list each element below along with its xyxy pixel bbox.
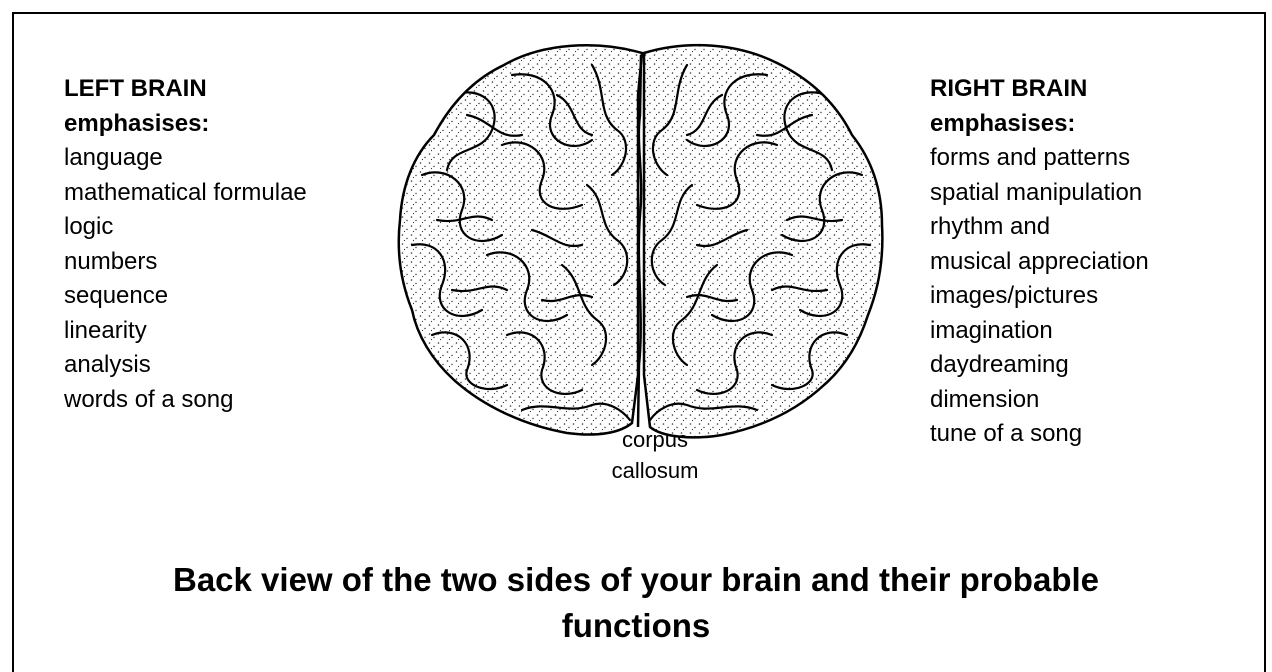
- list-item: sequence: [64, 279, 307, 314]
- left-hemisphere: [399, 45, 642, 434]
- left-brain-list: LEFT BRAIN emphasises: language mathemat…: [64, 72, 307, 417]
- caption-line2: functions: [0, 603, 1272, 649]
- list-item: imagination: [930, 314, 1149, 349]
- list-item: linearity: [64, 314, 307, 349]
- brain-illustration: [392, 35, 887, 465]
- right-brain-list: RIGHT BRAIN emphasises: forms and patter…: [930, 72, 1149, 452]
- corpus-callosum-label: corpus callosum: [575, 424, 735, 486]
- list-item: language: [64, 141, 307, 176]
- caption-line1: Back view of the two sides of your brain…: [0, 557, 1272, 603]
- list-item: rhythm and: [930, 210, 1149, 245]
- list-item: logic: [64, 210, 307, 245]
- right-hemisphere: [644, 45, 882, 437]
- right-brain-heading: RIGHT BRAIN: [930, 72, 1149, 107]
- left-brain-items: language mathematical formulae logic num…: [64, 141, 307, 417]
- brain-icon: [392, 35, 887, 465]
- list-item: words of a song: [64, 383, 307, 418]
- list-item: daydreaming: [930, 348, 1149, 383]
- list-item: tune of a song: [930, 417, 1149, 452]
- figure-caption: Back view of the two sides of your brain…: [0, 557, 1272, 649]
- left-brain-subheading: emphasises:: [64, 107, 307, 142]
- corpus-label-line2: callosum: [575, 455, 735, 486]
- list-item: dimension: [930, 383, 1149, 418]
- list-item: analysis: [64, 348, 307, 383]
- list-item: mathematical formulae: [64, 176, 307, 211]
- corpus-label-line1: corpus: [575, 424, 735, 455]
- left-brain-heading: LEFT BRAIN: [64, 72, 307, 107]
- right-brain-items: forms and patterns spatial manipulation …: [930, 141, 1149, 452]
- list-item: spatial manipulation: [930, 176, 1149, 211]
- list-item: forms and patterns: [930, 141, 1149, 176]
- right-brain-subheading: emphasises:: [930, 107, 1149, 142]
- list-item: numbers: [64, 245, 307, 280]
- list-item: images/pictures: [930, 279, 1149, 314]
- list-item: musical appreciation: [930, 245, 1149, 280]
